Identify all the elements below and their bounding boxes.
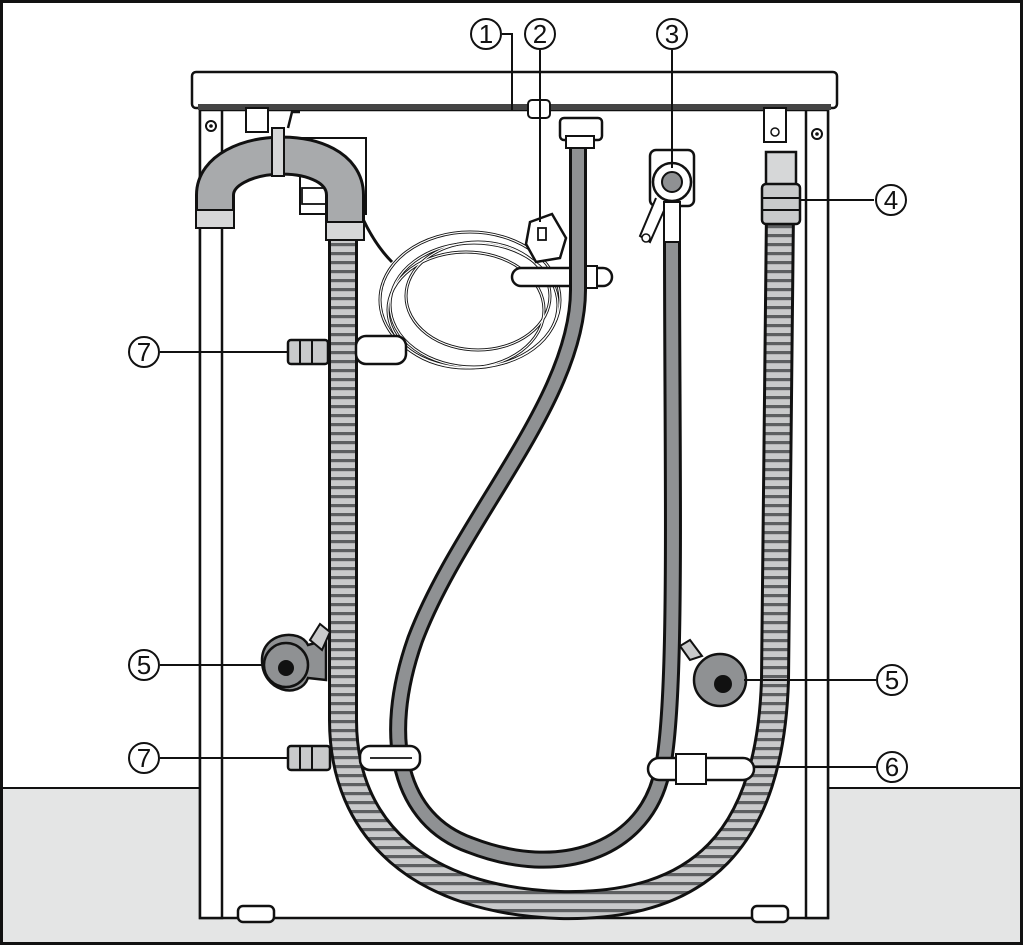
cabinet-back-panel bbox=[198, 108, 830, 920]
hose-bend-end-right bbox=[325, 221, 365, 241]
hose-bend-hook bbox=[286, 110, 300, 129]
bracket-left bbox=[245, 107, 269, 133]
mains-plug-icon bbox=[524, 212, 568, 264]
callout-1-label: 1 bbox=[479, 19, 493, 49]
right-side-rail bbox=[804, 108, 830, 920]
left-side-rail bbox=[198, 108, 224, 920]
leader-line-1 bbox=[502, 33, 513, 110]
transit-bolt-left bbox=[260, 622, 332, 692]
callout-5-left-label: 5 bbox=[137, 650, 151, 680]
callout-6: 6 bbox=[876, 751, 908, 783]
drain-hose-connector bbox=[760, 150, 802, 226]
bracket-right bbox=[763, 107, 787, 143]
foot-right bbox=[750, 904, 790, 924]
callout-1: 1 bbox=[470, 18, 502, 50]
callout-2: 2 bbox=[524, 18, 556, 50]
screw-icon bbox=[811, 128, 823, 140]
hose-bend-end-left bbox=[195, 209, 235, 229]
bracket-screw-icon bbox=[770, 127, 780, 137]
screw-icon bbox=[205, 120, 217, 132]
callout-5-right: 5 bbox=[876, 664, 908, 696]
inlet-hose-clip bbox=[646, 753, 756, 785]
leader-lines bbox=[160, 33, 876, 768]
callout-3: 3 bbox=[656, 18, 688, 50]
callout-5-left: 5 bbox=[128, 649, 160, 681]
foot-left bbox=[236, 904, 276, 924]
inlet-hose-body bbox=[392, 139, 679, 866]
callout-6-label: 6 bbox=[885, 752, 899, 782]
callout-7-lower: 7 bbox=[128, 742, 160, 774]
hose-holder-lower bbox=[286, 744, 422, 772]
callout-4: 4 bbox=[875, 184, 907, 216]
drain-hose-body bbox=[331, 209, 792, 918]
power-cable-coil-inner bbox=[379, 231, 561, 369]
callout-5-right-label: 5 bbox=[885, 665, 899, 695]
hose-top-connector bbox=[558, 116, 604, 149]
hose-bend-band bbox=[271, 127, 285, 177]
callout-2-label: 2 bbox=[533, 19, 547, 49]
worktop-edge-strip bbox=[198, 104, 831, 110]
callout-4-label: 4 bbox=[884, 185, 898, 215]
worktop bbox=[190, 70, 839, 110]
hose-holder-upper bbox=[286, 334, 408, 366]
callout-3-label: 3 bbox=[665, 19, 679, 49]
cable-clip bbox=[510, 265, 614, 289]
inlet-valve bbox=[638, 148, 696, 244]
callout-7-upper-label: 7 bbox=[137, 337, 151, 367]
callout-7-upper: 7 bbox=[128, 336, 160, 368]
callout-7-lower-label: 7 bbox=[137, 743, 151, 773]
